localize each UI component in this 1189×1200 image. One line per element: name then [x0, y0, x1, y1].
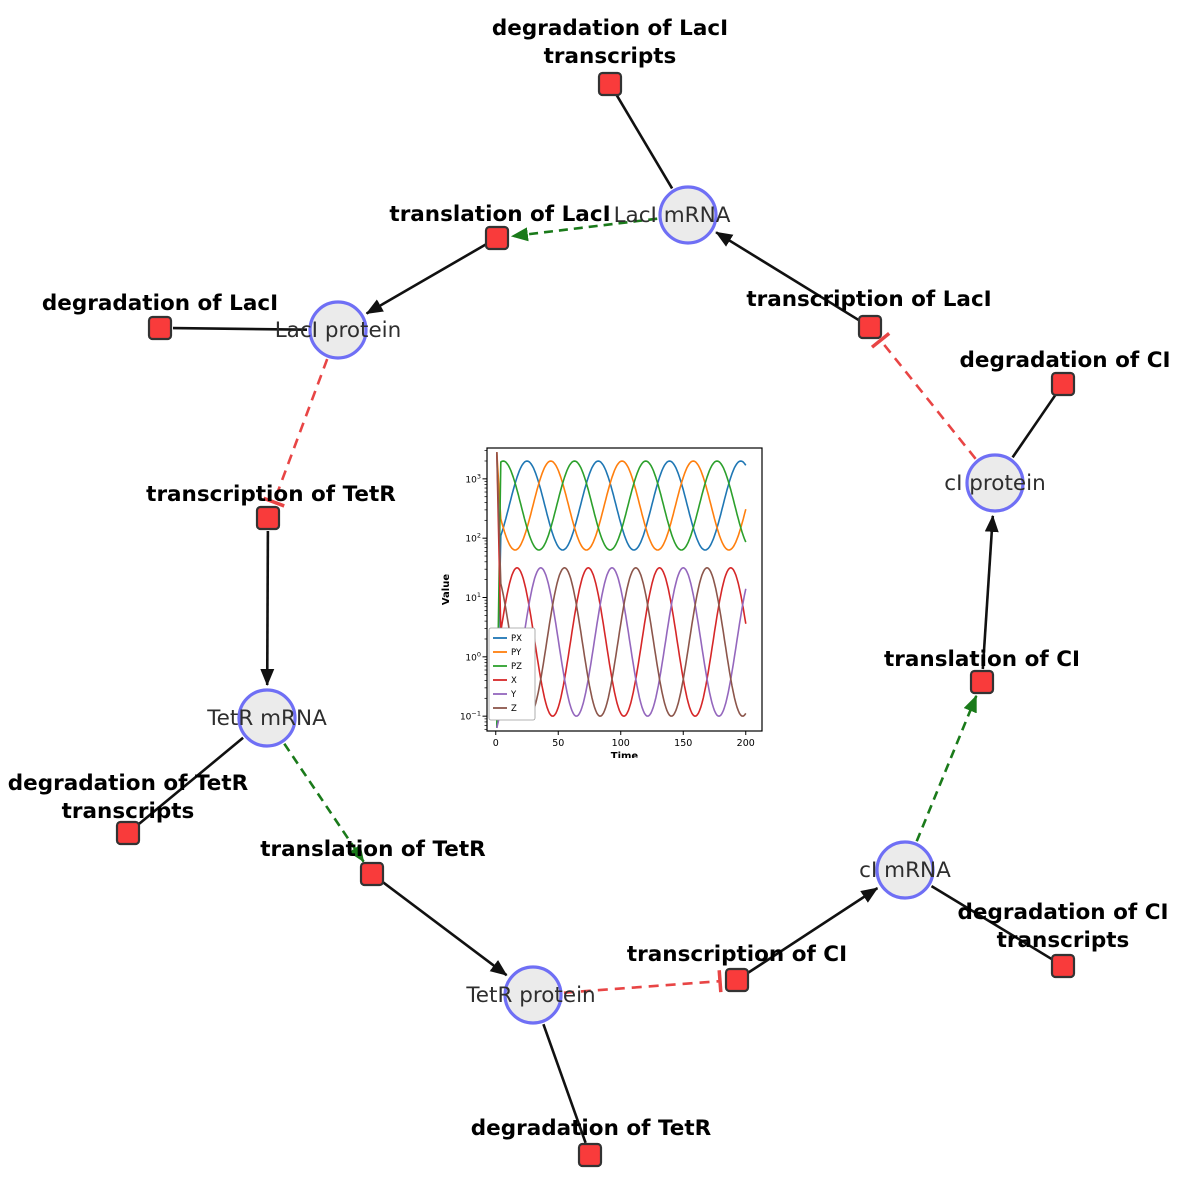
edge-modifier-ci_mrna-to-translation_ci — [915, 694, 978, 842]
species-node-ci_mrna — [875, 840, 935, 900]
y-tick-label: 101 — [465, 591, 481, 604]
reaction-label-translation_tetr: translation of TetR — [260, 837, 486, 862]
series-Z — [496, 452, 747, 717]
reaction-node-deg_laci_tx — [597, 71, 623, 97]
species-label-laci_mrna: LacI mRNA — [614, 203, 731, 228]
species-label-tetr_mrna: TetR mRNA — [206, 706, 327, 731]
reaction-label-deg_laci_tx: transcripts — [544, 44, 677, 69]
reaction-node-translation_laci — [484, 225, 510, 251]
edge-consumption-tetr_protein-to-deg_tetr — [542, 1023, 587, 1144]
reaction-label-translation_laci: translation of LacI — [389, 202, 610, 227]
reaction-node-deg_ci — [1050, 371, 1076, 397]
x-tick-label: 0 — [493, 738, 499, 749]
series-Y — [496, 567, 747, 729]
legend-label-Y: Y — [510, 690, 517, 700]
legend-label-Z: Z — [511, 704, 517, 714]
series-PZ — [496, 460, 747, 729]
reaction-label-deg_tetr: degradation of TetR — [471, 1116, 712, 1141]
y-tick-label: 10−1 — [460, 710, 481, 723]
reaction-label-deg_ci: degradation of CI — [960, 348, 1171, 373]
y-tick-label: 103 — [465, 472, 481, 485]
reaction-node-transcription_laci — [857, 314, 883, 340]
reaction-label-transcription_laci: transcription of LacI — [746, 287, 991, 312]
edge-production-transcription_tetr-to-tetr_mrna — [260, 530, 275, 686]
y-axis-label: Value — [441, 574, 452, 605]
reaction-node-translation_ci — [969, 669, 995, 695]
species-node-laci_mrna — [658, 185, 718, 245]
y-tick-label: 100 — [465, 650, 481, 663]
species-label-laci_protein: LacI protein — [275, 318, 402, 343]
reaction-node-deg_tetr_tx — [115, 820, 141, 846]
reaction-label-deg_ci_tx: transcripts — [997, 928, 1130, 953]
reaction-label-transcription_tetr: transcription of TetR — [146, 482, 396, 507]
edge-consumption-laci_protein-to-deg_laci — [172, 326, 308, 331]
reaction-node-translation_tetr — [359, 861, 385, 887]
legend-label-PX: PX — [511, 634, 522, 644]
reaction-node-deg_ci_tx — [1050, 953, 1076, 979]
edge-consumption-tetr_mrna-to-deg_tetr_tx — [137, 736, 244, 826]
edge-production-translation_laci-to-laci_protein — [365, 243, 487, 315]
x-tick-label: 150 — [674, 738, 692, 749]
legend-label-X: X — [511, 676, 517, 686]
edge-modifier-laci_mrna-to-translation_laci — [510, 217, 658, 242]
legend-label-PZ: PZ — [511, 662, 522, 672]
legend-box — [488, 627, 536, 721]
reaction-label-deg_tetr_tx: degradation of TetR — [8, 771, 249, 796]
series-PY — [496, 452, 747, 551]
reaction-node-transcription_tetr — [255, 505, 281, 531]
reaction-label-deg_ci_tx: degradation of CI — [958, 900, 1169, 925]
edge-production-transcription_ci-to-ci_mrna — [747, 887, 879, 974]
edge-inhibition-ci_protein-to-transcription_laci — [870, 332, 977, 460]
reaction-label-deg_laci_tx: degradation of LacI — [492, 16, 728, 41]
species-label-tetr_protein: TetR protein — [465, 983, 595, 1008]
species-node-ci_protein — [965, 453, 1025, 513]
reaction-label-deg_laci: degradation of LacI — [42, 291, 278, 316]
edge-production-translation_tetr-to-tetr_protein — [381, 880, 508, 977]
species-label-ci_protein: cI protein — [944, 471, 1045, 496]
reaction-label-deg_tetr_tx: transcripts — [62, 799, 195, 824]
edge-inhibition-tetr_protein-to-transcription_ci — [563, 970, 723, 994]
reaction-node-deg_tetr — [577, 1142, 603, 1168]
x-tick-label: 200 — [737, 738, 755, 749]
edge-consumption-ci_mrna-to-deg_ci_tx — [930, 884, 1053, 961]
species-node-laci_protein — [308, 300, 368, 360]
edge-consumption-laci_mrna-to-deg_laci_tx — [615, 94, 674, 190]
series-PX — [496, 460, 747, 729]
edge-production-translation_ci-to-ci_protein — [981, 514, 999, 670]
species-node-tetr_protein — [503, 965, 563, 1025]
reaction-node-transcription_ci — [724, 967, 750, 993]
edge-production-transcription_laci-to-laci_mrna — [715, 231, 860, 322]
x-tick-label: 50 — [552, 738, 564, 749]
y-tick-label: 102 — [465, 532, 481, 545]
reaction-node-deg_laci — [147, 315, 173, 341]
edge-consumption-ci_protein-to-deg_ci — [1011, 393, 1057, 459]
reaction-label-translation_ci: translation of CI — [884, 647, 1080, 672]
edge-modifier-tetr_mrna-to-translation_tetr — [283, 742, 365, 863]
x-axis-label: Time — [611, 751, 639, 758]
edge-inhibition-laci_protein-to-transcription_tetr — [262, 358, 329, 508]
reaction-label-transcription_ci: transcription of CI — [627, 942, 847, 967]
species-node-tetr_mrna — [237, 688, 297, 748]
x-tick-label: 100 — [612, 738, 630, 749]
species-label-ci_mrna: cI mRNA — [859, 858, 951, 883]
legend-label-PY: PY — [511, 648, 522, 658]
